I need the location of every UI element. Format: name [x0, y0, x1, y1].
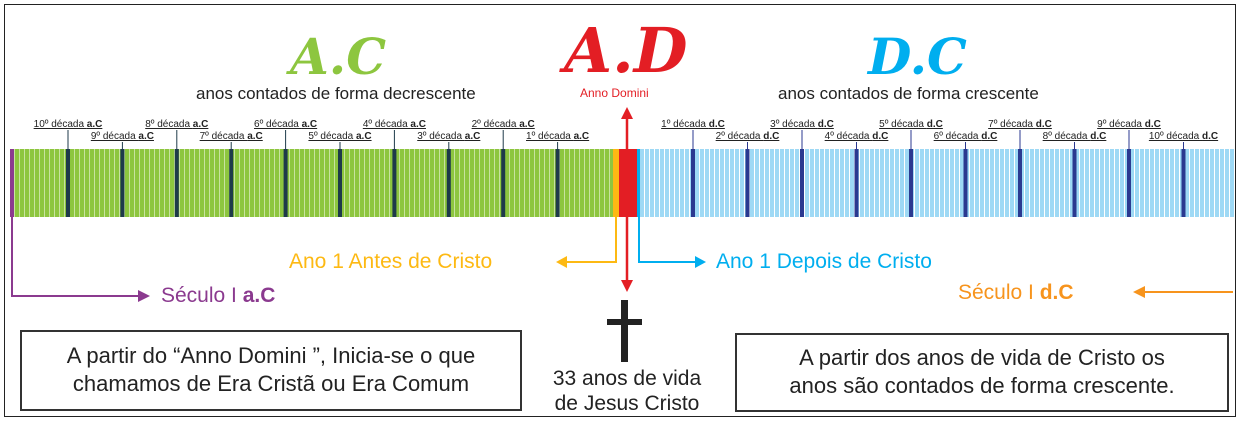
decade-marker-dc-4 — [854, 149, 859, 217]
decade-marker-dc-7 — [1018, 149, 1022, 217]
seculo-dc-arrow-head — [1133, 286, 1145, 298]
crescente-line-1: A partir dos anos de vida de Cristo os — [799, 345, 1165, 370]
seculo-dc-suffix: d.C — [1039, 281, 1074, 304]
decade-marker-ac-6 — [338, 149, 342, 217]
decade-marker-dc-8 — [1072, 149, 1077, 217]
ano1-dc-connector — [638, 217, 695, 263]
decade-marker-ac-9 — [501, 149, 506, 217]
ano1-ac-arrow-head — [556, 256, 567, 268]
seculo-ac-arrow-head — [138, 290, 150, 302]
decade-label-dc-5: 5º década d.C — [879, 119, 943, 130]
decade-label-dc-7: 7º década d.C — [988, 119, 1052, 130]
decade-label-dc-3: 3º década d.C — [770, 119, 834, 130]
era-crista-line-1: A partir do “Anno Domini ”, Inicia-se o … — [66, 343, 476, 368]
seculo-dc-prefix: Século I — [958, 281, 1040, 304]
decade-label-ac-10: 1º década a.C — [526, 131, 589, 142]
decade-marker-ac-5 — [283, 149, 288, 217]
decade-marker-ac-1 — [66, 149, 70, 217]
seculo-ac-label: Século I a.C — [161, 285, 275, 306]
decade-label-ac-8: 3º década a.C — [417, 131, 480, 142]
decade-marker-dc-9 — [1127, 149, 1131, 217]
decade-marker-ac-10 — [555, 149, 560, 217]
decade-label-dc-4: 4º década d.C — [825, 131, 889, 142]
cross-caption: 33 anos de vida de Jesus Cristo — [527, 366, 727, 416]
cross-icon — [621, 300, 628, 362]
crescente-line-2: anos são contados de forma crescente. — [789, 372, 1175, 398]
decade-marker-dc-6 — [963, 149, 968, 217]
decade-marker-dc-3 — [800, 149, 804, 217]
ano1-ac-segment — [613, 149, 619, 217]
decade-marker-ac-3 — [174, 149, 179, 217]
seculo-ac-prefix: Século I — [161, 284, 243, 307]
ac-century-start-marker — [10, 149, 14, 217]
ano1-dc-arrow-head — [695, 256, 706, 268]
cross-icon-arm — [607, 319, 642, 325]
seculo-ac-suffix: a.C — [242, 284, 276, 307]
decade-marker-dc-2 — [745, 149, 750, 217]
decade-label-dc-6: 6º década d.C — [934, 131, 998, 142]
decade-label-ac-4: 7º década a.C — [200, 131, 263, 142]
decade-label-dc-8: 8º década d.C — [1043, 131, 1107, 142]
ano1-ac-label: Ano 1 Antes de Cristo — [289, 250, 493, 273]
ano1-ac-connector — [566, 217, 617, 263]
decade-marker-ac-2 — [120, 149, 125, 217]
cross-caption-line-1: 33 anos de vida — [552, 367, 702, 390]
decade-label-dc-10: 10º década d.C — [1149, 131, 1218, 142]
crescente-box: A partir dos anos de vida de Cristo os a… — [735, 333, 1229, 412]
decade-label-dc-1: 1º década d.C — [661, 119, 725, 130]
era-crista-box: A partir do “Anno Domini ”, Inicia-se o … — [20, 330, 522, 411]
decade-marker-ac-7 — [392, 149, 397, 217]
ad-subtitle: Anno Domini — [580, 86, 649, 100]
decade-label-ac-7: 4º década a.C — [363, 119, 426, 130]
dc-subtitle: anos contados de forma crescente — [778, 84, 1039, 103]
ano1-dc-label: Ano 1 Depois de Cristo — [716, 250, 932, 273]
decade-marker-dc-1 — [691, 149, 695, 217]
dc-title: D.C — [868, 27, 967, 86]
ad-arrow-head-down — [621, 280, 633, 292]
ac-years-bar — [10, 149, 613, 217]
decade-label-ac-5: 6º década a.C — [254, 119, 317, 130]
ano1-dc-segment — [637, 149, 640, 217]
ac-title: A.C — [290, 27, 386, 86]
decade-label-dc-2: 2º década d.C — [716, 131, 780, 142]
seculo-dc-label: Século I d.C — [958, 282, 1074, 303]
decade-label-ac-2: 9º década a.C — [91, 131, 154, 142]
decade-label-ac-6: 5º década a.C — [308, 131, 371, 142]
decade-label-ac-1: 10º década a.C — [34, 119, 103, 130]
ad-title: A.D — [564, 14, 688, 87]
era-crista-line-2: chamamos de Era Cristã ou Era Comum — [72, 370, 470, 396]
decade-marker-dc-5 — [909, 149, 913, 217]
decade-marker-dc-10 — [1181, 149, 1186, 217]
ad-arrow-head-up — [621, 107, 633, 119]
ac-subtitle: anos contados de forma decrescente — [196, 84, 476, 103]
cross-caption-line-2: de Jesus Cristo — [554, 392, 700, 416]
decade-marker-ac-8 — [446, 149, 451, 217]
decade-marker-ac-4 — [229, 149, 234, 217]
decade-label-dc-9: 9º década d.C — [1097, 119, 1161, 130]
decade-label-ac-9: 2º década a.C — [472, 119, 535, 130]
dc-years-bar — [637, 149, 1235, 217]
diagram-frame — [4, 4, 1236, 417]
seculo-ac-connector — [11, 217, 138, 297]
decade-label-ac-3: 8º década a.C — [145, 119, 208, 130]
